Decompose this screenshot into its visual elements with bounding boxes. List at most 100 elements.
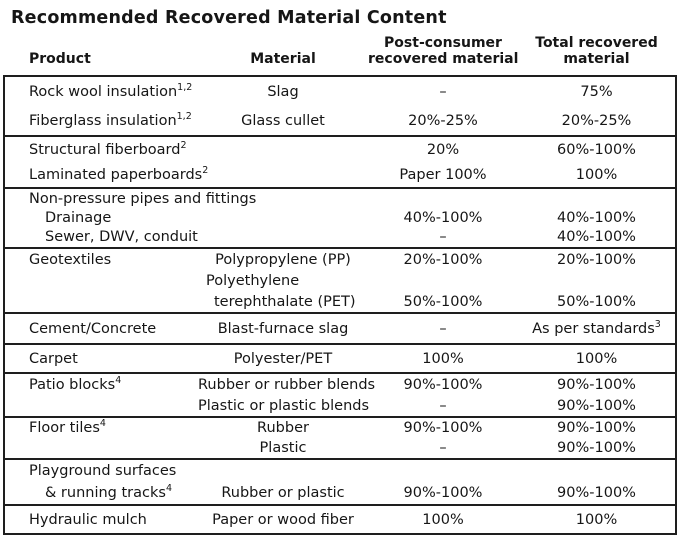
product-cell: Non-pressure pipes and fittings <box>29 190 257 207</box>
post-consumer-cell: – <box>439 397 447 414</box>
table-row: Sewer, DWV, conduit–40%-100% <box>5 228 675 247</box>
total-cell: 90%-100% <box>557 420 636 436</box>
post-consumer-cell: – <box>439 320 447 337</box>
post-consumer-cell: – <box>439 440 447 456</box>
total-cell: 90%-100% <box>557 440 636 456</box>
materials-table: Rock wool insulation1,2 Slag – 75% Fiberglas… <box>3 75 677 535</box>
product-cell: Fiberglass insulation1,2 <box>29 110 192 129</box>
material-cell: terephthalate (PET) <box>214 293 356 310</box>
product-cell: Rock wool insulation1,2 <box>29 81 193 100</box>
table-row: Hydraulic mulch Paper or wood fiber 100% 10… <box>5 506 675 533</box>
total-cell: 100% <box>575 350 618 367</box>
total-cell: 20%-25% <box>561 112 632 129</box>
table-block: Hydraulic mulch Paper or wood fiber 100% 10… <box>5 506 675 533</box>
material-cell: Paper or wood fiber <box>212 511 354 528</box>
footnote-marker: 2 <box>180 139 187 151</box>
post-consumer-cell: 90%-100% <box>403 376 483 393</box>
table-row: Plastic – 90%-100% <box>5 438 675 458</box>
post-consumer-cell: 50%-100% <box>403 293 483 310</box>
total-cell: 60%-100% <box>557 141 636 158</box>
product-cell: Carpet <box>29 350 78 367</box>
footnote-marker: 3 <box>654 318 661 330</box>
material-cell: Glass cullet <box>241 112 325 129</box>
post-consumer-cell: 20% <box>426 141 460 158</box>
table-row: Structural fiberboard2 20% 60%-100% <box>5 137 675 162</box>
material-cell: Rubber <box>257 420 309 436</box>
table-row: Plastic or plastic blends – 90%-100% <box>5 395 675 416</box>
product-cell: Playground surfaces <box>29 463 177 479</box>
post-consumer-cell: 40%-100% <box>403 209 483 226</box>
material-cell: Blast-furnace slag <box>217 320 349 337</box>
table-row: Polyethylene <box>5 270 675 291</box>
product-cell: Floor tiles4 <box>29 418 106 436</box>
post-consumer-cell: 20%-100% <box>403 251 483 268</box>
product-cell: & running tracks4 <box>45 483 172 501</box>
material-cell: Rubber or rubber blends <box>198 376 376 393</box>
product-cell: Hydraulic mulch <box>29 511 147 528</box>
table-row: Rock wool insulation1,2 Slag – 75% <box>5 77 675 106</box>
product-cell: Geotextiles <box>29 251 112 268</box>
total-cell: 50%-100% <box>557 293 636 310</box>
total-cell: As per standards3 <box>532 318 661 337</box>
table-row: Fiberglass insulation1,2 Glass cullet 20%-… <box>5 106 675 135</box>
table-block: Playground surfaces & running tracks4 Rubb… <box>5 460 675 506</box>
total-cell: 90%-100% <box>557 376 636 393</box>
total-cell: 75% <box>580 83 613 100</box>
table-row: Cement/Concrete Blast-furnace slag – As per… <box>5 314 675 343</box>
column-header-material: Material <box>250 51 316 67</box>
product-cell: Cement/Concrete <box>29 320 157 337</box>
table-row: Playground surfaces <box>5 460 675 482</box>
footnote-marker: 1,2 <box>177 81 193 93</box>
post-consumer-cell: 100% <box>422 511 464 528</box>
material-cell: Polyester/PET <box>233 350 333 367</box>
table-block: Patio blocks4 Rubber or rubber blends 90%-… <box>5 374 675 418</box>
product-cell: Patio blocks4 <box>29 374 122 393</box>
material-cell: Slag <box>267 83 299 100</box>
footnote-marker: 4 <box>165 483 172 495</box>
post-consumer-cell: – <box>439 83 447 100</box>
table-row: Laminated paperboards2 Paper 100% 100% <box>5 162 675 187</box>
product-cell: Structural fiberboard2 <box>29 139 187 158</box>
total-cell: 100% <box>575 511 618 528</box>
table-row: Patio blocks4 Rubber or rubber blends 90%-… <box>5 374 675 395</box>
total-cell: 20%-100% <box>557 251 636 268</box>
table-row: Non-pressure pipes and fittings <box>5 189 675 208</box>
page-title: Recommended Recovered Material Content <box>11 8 447 28</box>
column-header-product: Product <box>29 51 91 67</box>
footnote-marker: 4 <box>99 418 106 430</box>
material-cell: Plastic or plastic blends <box>198 397 370 414</box>
footnote-marker: 1,2 <box>176 110 192 122</box>
table-row: Geotextiles Polypropylene (PP) 20%-100% 20%… <box>5 249 675 270</box>
table-block: Geotextiles Polypropylene (PP) 20%-100% 20%… <box>5 249 675 314</box>
table-block: Rock wool insulation1,2 Slag – 75% Fiberglas… <box>5 77 675 137</box>
product-cell: Drainage <box>45 209 112 226</box>
post-consumer-cell: 90%-100% <box>403 420 483 436</box>
post-consumer-cell: 90%-100% <box>403 485 483 501</box>
post-consumer-cell: 20%-25% <box>408 112 478 129</box>
post-consumer-cell: Paper 100% <box>399 166 487 183</box>
post-consumer-cell: – <box>439 229 447 246</box>
product-cell: Laminated paperboards2 <box>29 164 209 183</box>
table-block: Structural fiberboard2 20% 60%-100% Laminat… <box>5 137 675 189</box>
material-cell: Plastic <box>259 440 307 456</box>
material-cell: Polyethylene <box>206 272 300 289</box>
footnote-marker: 4 <box>115 374 122 386</box>
product-cell: Sewer, DWV, conduit <box>45 229 198 246</box>
table-row: & running tracks4 Rubber or plastic 90%-10… <box>5 482 675 504</box>
table-block: Cement/Concrete Blast-furnace slag – As per… <box>5 314 675 345</box>
total-cell: 100% <box>575 166 618 183</box>
total-cell: 90%-100% <box>557 397 636 414</box>
material-cell: Rubber or plastic <box>221 485 345 501</box>
table-row: terephthalate (PET) 50%-100% 50%-100% <box>5 291 675 312</box>
material-cell: Polypropylene (PP) <box>215 251 351 268</box>
table-row: Floor tiles4 Rubber 90%-100% 90%-100% <box>5 418 675 438</box>
